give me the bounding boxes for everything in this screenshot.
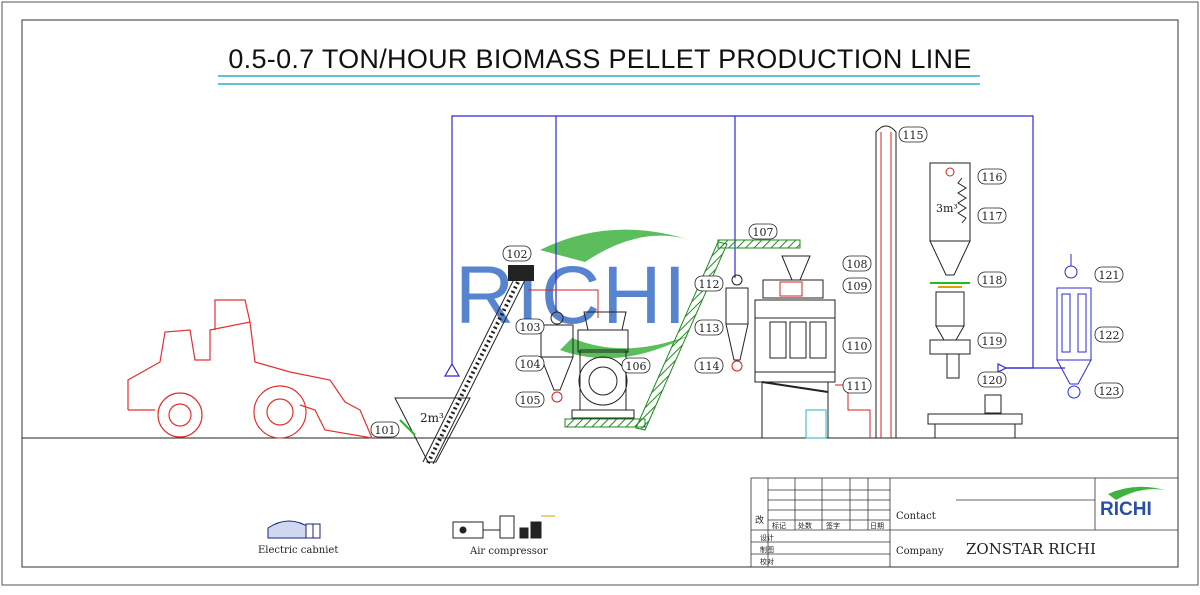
bucket-elevator [875, 125, 897, 438]
callout-number-121: 121 [1099, 269, 1120, 282]
callout-labels: 101 102 103 104 105 106 107 108 109 110 111 112 113 1… [370, 126, 1124, 438]
title-block-logo-text: RICHI [1100, 499, 1152, 520]
packing-machine [927, 291, 1023, 438]
callout-bubble [694, 319, 724, 336]
callout-number-114: 114 [699, 360, 720, 373]
finished-pellet-silo: 3m³ [929, 162, 971, 288]
header-cell-4: 日期 [870, 522, 884, 530]
richi-watermark: RICHI [455, 229, 690, 359]
callout-bubble [694, 357, 724, 374]
electric-cabinet-icon [267, 520, 321, 539]
callout-number-109: 109 [847, 280, 868, 293]
callout-bubble [842, 337, 872, 354]
small-cyclone [725, 274, 749, 372]
bag-dust-collector [1056, 254, 1092, 399]
company-label: Company [896, 546, 944, 557]
dust-pipe-network [443, 115, 1065, 377]
inclined-screw-conveyor [422, 265, 534, 465]
callout-bubble [977, 168, 1007, 185]
callout-number-107: 107 [753, 226, 774, 239]
contact-label: Contact [896, 511, 936, 522]
callout-number-115: 115 [903, 129, 924, 142]
callout-number-120: 120 [982, 374, 1003, 387]
callout-bubble [621, 357, 651, 374]
richi-logo: RICHI [1100, 486, 1165, 520]
callout-number-111: 111 [847, 380, 868, 393]
hammer-mill [571, 311, 635, 419]
callout-bubble [898, 126, 928, 143]
callout-number-106: 106 [626, 360, 647, 373]
callout-bubble [515, 355, 545, 372]
revision-mark: 改 [755, 514, 764, 526]
callout-number-112: 112 [699, 278, 720, 291]
cyclone-separator [540, 311, 574, 403]
header-cell-3: 签字 [826, 521, 840, 530]
callout-number-119: 119 [982, 335, 1003, 348]
callout-number-113: 113 [699, 322, 720, 335]
watermark-text: RICHI [455, 250, 688, 341]
callout-number-105: 105 [520, 394, 541, 407]
callout-bubble [748, 223, 778, 240]
bin-label-3m3: 3m³ [936, 202, 958, 215]
callout-number-108: 108 [847, 258, 868, 271]
callout-number-116: 116 [982, 171, 1003, 184]
callout-number-102: 102 [507, 248, 528, 261]
wheel-loader [127, 299, 373, 439]
bin-label-2m3: 2m³ [420, 411, 444, 425]
callout-bubble [515, 318, 545, 335]
compressor-label: Air compressor [469, 546, 548, 557]
callout-number-104: 104 [520, 358, 541, 371]
receiving-hopper: 2m³ [394, 397, 471, 463]
callout-bubble [842, 277, 872, 294]
company-name: ZONSTAR RICHI [966, 540, 1096, 558]
air-compressor-icon [452, 515, 555, 539]
row-label-check: 校对 [760, 557, 774, 566]
pellet-mill-and-cooler [754, 255, 871, 439]
drawing-title: 0.5-0.7 TON/HOUR BIOMASS PELLET PRODUCTI… [228, 44, 972, 74]
header-cell-2: 处数 [798, 521, 812, 530]
callout-number-101: 101 [375, 424, 396, 437]
callout-number-123: 123 [1099, 385, 1120, 398]
callout-bubble [1094, 326, 1124, 343]
horizontal-screw-conveyor [564, 418, 646, 428]
callout-bubble [1094, 266, 1124, 283]
row-label-draft: 制图 [760, 545, 774, 554]
title-block [750, 477, 1179, 568]
callout-bubble [977, 371, 1007, 388]
hot-air-line [528, 289, 599, 318]
callout-bubble [977, 207, 1007, 224]
callout-bubble [977, 271, 1007, 288]
callout-number-103: 103 [520, 321, 541, 334]
callout-bubble [502, 245, 532, 262]
callout-bubble [842, 255, 872, 272]
callout-number-118: 118 [982, 274, 1003, 287]
callout-number-110: 110 [847, 340, 868, 353]
callout-number-122: 122 [1099, 329, 1120, 342]
callout-bubble [1094, 382, 1124, 399]
callout-bubble [370, 421, 400, 438]
inner-border [21, 19, 1179, 568]
callout-bubble [842, 377, 872, 394]
callout-bubble [977, 332, 1007, 349]
callout-bubble [515, 391, 545, 408]
callout-number-117: 117 [982, 210, 1003, 223]
callout-bubble [694, 275, 724, 292]
cabinet-label: Electric cabniet [258, 545, 338, 556]
header-cell-1: 标记 [772, 521, 786, 530]
row-label-design: 设计 [760, 533, 774, 542]
